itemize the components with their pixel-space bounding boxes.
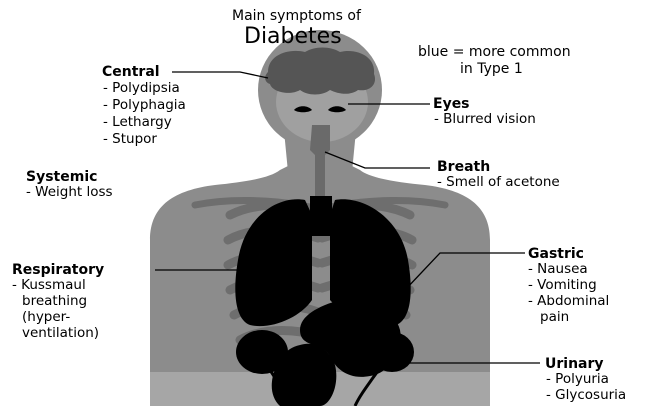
left-kidney xyxy=(236,330,288,374)
central-item: - Polyphagia xyxy=(103,99,186,113)
gastric-item: pain xyxy=(540,311,569,325)
breath-item: - Smell of acetone xyxy=(437,176,560,190)
legend-line-2: in Type 1 xyxy=(460,62,523,76)
respiratory-heading: Respiratory xyxy=(12,263,104,277)
gastric-item: - Abdominal xyxy=(528,295,609,309)
brain-shape xyxy=(265,48,375,95)
gastric-heading: Gastric xyxy=(528,247,584,261)
urinary-item: - Polyuria xyxy=(546,373,609,387)
systemic-item: - Weight loss xyxy=(26,186,113,200)
urinary-item: - Glycosuria xyxy=(546,389,626,403)
eyes-item: - Blurred vision xyxy=(434,113,536,127)
central-item: - Polydipsia xyxy=(103,82,180,96)
central-heading: Central xyxy=(102,65,160,79)
central-item: - Stupor xyxy=(103,133,157,147)
legend-line-1: blue = more common xyxy=(418,45,571,59)
respiratory-item: breathing xyxy=(22,295,87,309)
right-kidney xyxy=(370,332,414,372)
gastric-item: - Vomiting xyxy=(528,279,597,293)
title-line-1: Main symptoms of xyxy=(232,9,361,23)
breath-heading: Breath xyxy=(437,160,490,174)
urinary-heading: Urinary xyxy=(545,357,604,371)
respiratory-item: - Kussmaul xyxy=(12,279,86,293)
systemic-heading: Systemic xyxy=(26,170,97,184)
respiratory-item: (hyper- xyxy=(22,311,70,325)
title-line-2: Diabetes xyxy=(244,26,342,48)
gastric-item: - Nausea xyxy=(528,263,588,277)
eyes-heading: Eyes xyxy=(433,97,470,111)
central-item: - Lethargy xyxy=(103,116,172,130)
leader-central xyxy=(172,72,268,78)
respiratory-item: ventilation) xyxy=(22,327,99,341)
trachea xyxy=(310,196,332,236)
